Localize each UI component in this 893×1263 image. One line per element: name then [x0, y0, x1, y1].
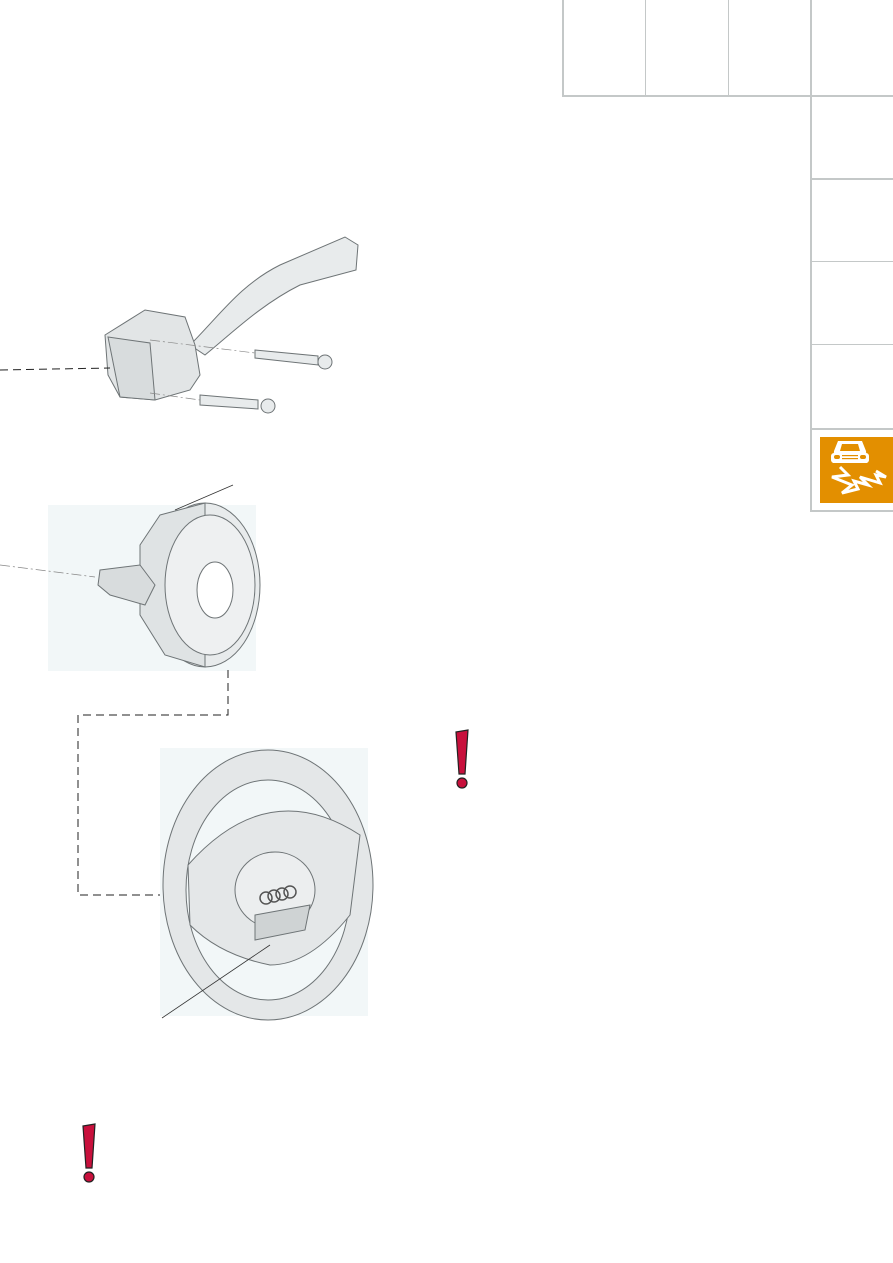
car-skidding-icon — [831, 441, 887, 495]
warning-exclamation-icon — [82, 1123, 96, 1183]
clock-spring-illustration — [0, 484, 261, 716]
warning-exclamation-icon — [455, 729, 469, 789]
steering-wheel-illustration — [77, 715, 374, 1021]
steering-column-switch-illustration — [0, 236, 359, 414]
section-tab-active[interactable] — [820, 437, 893, 503]
audi-rings-logo — [259, 885, 297, 905]
